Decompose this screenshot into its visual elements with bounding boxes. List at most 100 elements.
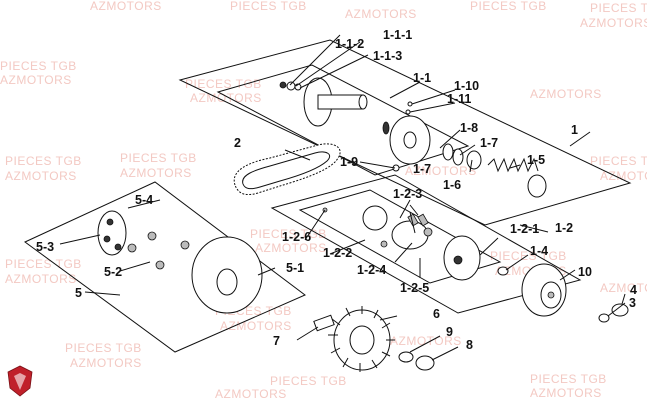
spring-1-5: [487, 157, 539, 173]
label-10: 10: [578, 265, 592, 279]
label-1-1-2: 1-1-2: [335, 37, 364, 51]
washer-1-1-3: [279, 81, 287, 89]
label-1-8: 1-8: [460, 121, 478, 135]
sleeve-7: [313, 314, 335, 332]
frame-group-1: [178, 39, 632, 226]
collar-1-6: [466, 150, 482, 170]
label-1-2: 1-2: [555, 221, 573, 235]
movable-pulley-assembly: [382, 115, 547, 198]
label-2: 2: [234, 136, 241, 150]
washer-9: [398, 351, 414, 363]
roller-a: [106, 218, 114, 226]
watermark-text: AZMOTORS: [120, 166, 192, 180]
watermark-text: AZMOTORS: [255, 241, 327, 255]
seal-ring: [382, 121, 390, 135]
clutch-bell-10: [521, 263, 567, 317]
label-8: 8: [466, 338, 473, 352]
watermark-text: AZMOTORS: [220, 319, 292, 333]
frame-group-1-2-inner: [298, 189, 502, 284]
watermark-text: AZMOTORS: [600, 281, 647, 295]
shaft-end: [358, 94, 368, 110]
watermark-text: PIECES TGB: [270, 374, 347, 388]
pin-1-2-6: [380, 240, 388, 248]
label-1-5: 1-5: [527, 153, 545, 167]
primary-fixed-pulley: [279, 77, 413, 127]
label-1-2-1: 1-2-1: [510, 222, 539, 236]
pulley-shaft: [317, 94, 364, 110]
watermark-text: AZMOTORS: [345, 7, 417, 21]
roller-loose-a: [127, 243, 137, 253]
roller-c: [114, 243, 122, 251]
label-1-2-3: 1-2-3: [393, 187, 422, 201]
watermark-text: PIECES TGB: [590, 154, 647, 168]
label-6: 6: [433, 307, 440, 321]
watermark-text: PIECES TGB: [470, 0, 547, 13]
nut-4-and-washer-3: [598, 303, 629, 323]
nut-8: [415, 355, 435, 371]
label-1-1-1: 1-1-1: [383, 28, 412, 42]
clutch-assembly: [322, 205, 509, 281]
label-7: 7: [273, 334, 280, 348]
label-1-1-3: 1-1-3: [373, 49, 402, 63]
watermark-text: AZMOTORS: [215, 387, 287, 400]
watermark-text: PIECES TGB: [490, 249, 567, 263]
label-9: 9: [446, 325, 453, 339]
o-ring-1-8: [442, 143, 454, 161]
watermark-text: AZMOTORS: [530, 386, 602, 400]
leader-lines: [59, 34, 626, 361]
watermark-text: PIECES TGB: [230, 0, 307, 13]
label-1-2-6: 1-2-6: [282, 230, 311, 244]
label-4: 4: [630, 283, 637, 297]
watermark-text: AZMOTORS: [580, 16, 647, 30]
screw-1-10: [407, 101, 413, 107]
drive-belt: [233, 143, 341, 196]
label-3: 3: [629, 296, 636, 310]
clutch-spring: [423, 227, 433, 237]
watermark-text: AZMOTORS: [530, 87, 602, 101]
watermark-text: PIECES TGB: [65, 341, 142, 355]
o-ring-1-7: [452, 148, 464, 166]
washer-1-1-2: [286, 81, 296, 91]
watermark-text: PIECES TGB: [185, 77, 262, 91]
label-5-1: 5-1: [286, 261, 304, 275]
screw-1-11: [405, 109, 411, 115]
fan-fins: [328, 306, 395, 372]
label-1-1: 1-1: [413, 71, 431, 85]
label-5-2: 5-2: [104, 265, 122, 279]
label-1-7-a: 1-7: [480, 136, 498, 150]
watermark-text: PIECES TGB: [590, 1, 647, 15]
label-1: 1: [571, 123, 578, 137]
label-1-4: 1-4: [530, 244, 548, 258]
fan-hub: [349, 325, 375, 355]
label-5-4: 5-4: [135, 193, 153, 207]
pulley-hub: [403, 131, 417, 149]
label-1-2-2: 1-2-2: [323, 246, 352, 260]
fan-pulley-assembly: [313, 306, 435, 372]
watermark-text: PIECES TGB: [0, 59, 77, 73]
roller-loose-b: [147, 231, 157, 241]
label-1-11: 1-11: [447, 92, 471, 106]
clutch-plate-hub: [453, 255, 463, 265]
watermark-text: AZMOTORS: [0, 73, 72, 87]
label-5: 5: [75, 286, 82, 300]
washer-1-4: [497, 266, 509, 276]
part-labels: 1-1-1 1-1-2 1-1-3 1-1 1-10 1-11 1-8 1 1-…: [36, 28, 637, 352]
watermark-text: PIECES TGB: [530, 372, 607, 386]
clutch-shoe: [362, 205, 388, 231]
nut-4: [611, 303, 629, 317]
watermark-text: AZMOTORS: [405, 164, 477, 178]
watermark-text: AZMOTORS: [5, 169, 77, 183]
frame-group-5: [24, 181, 306, 353]
weight-b: [417, 213, 429, 227]
watermark-text: PIECES TGB: [120, 151, 197, 165]
variator-hub: [216, 268, 238, 296]
watermark-text: AZMOTORS: [600, 169, 647, 183]
watermark-text: PIECES TGB: [5, 154, 82, 168]
washer-3: [598, 313, 610, 323]
watermark-text: PIECES TGB: [5, 257, 82, 271]
watermark-text: AZMOTORS: [5, 272, 77, 286]
frame-group-1-2: [270, 174, 582, 314]
label-1-7-b: 1-7: [413, 162, 431, 176]
